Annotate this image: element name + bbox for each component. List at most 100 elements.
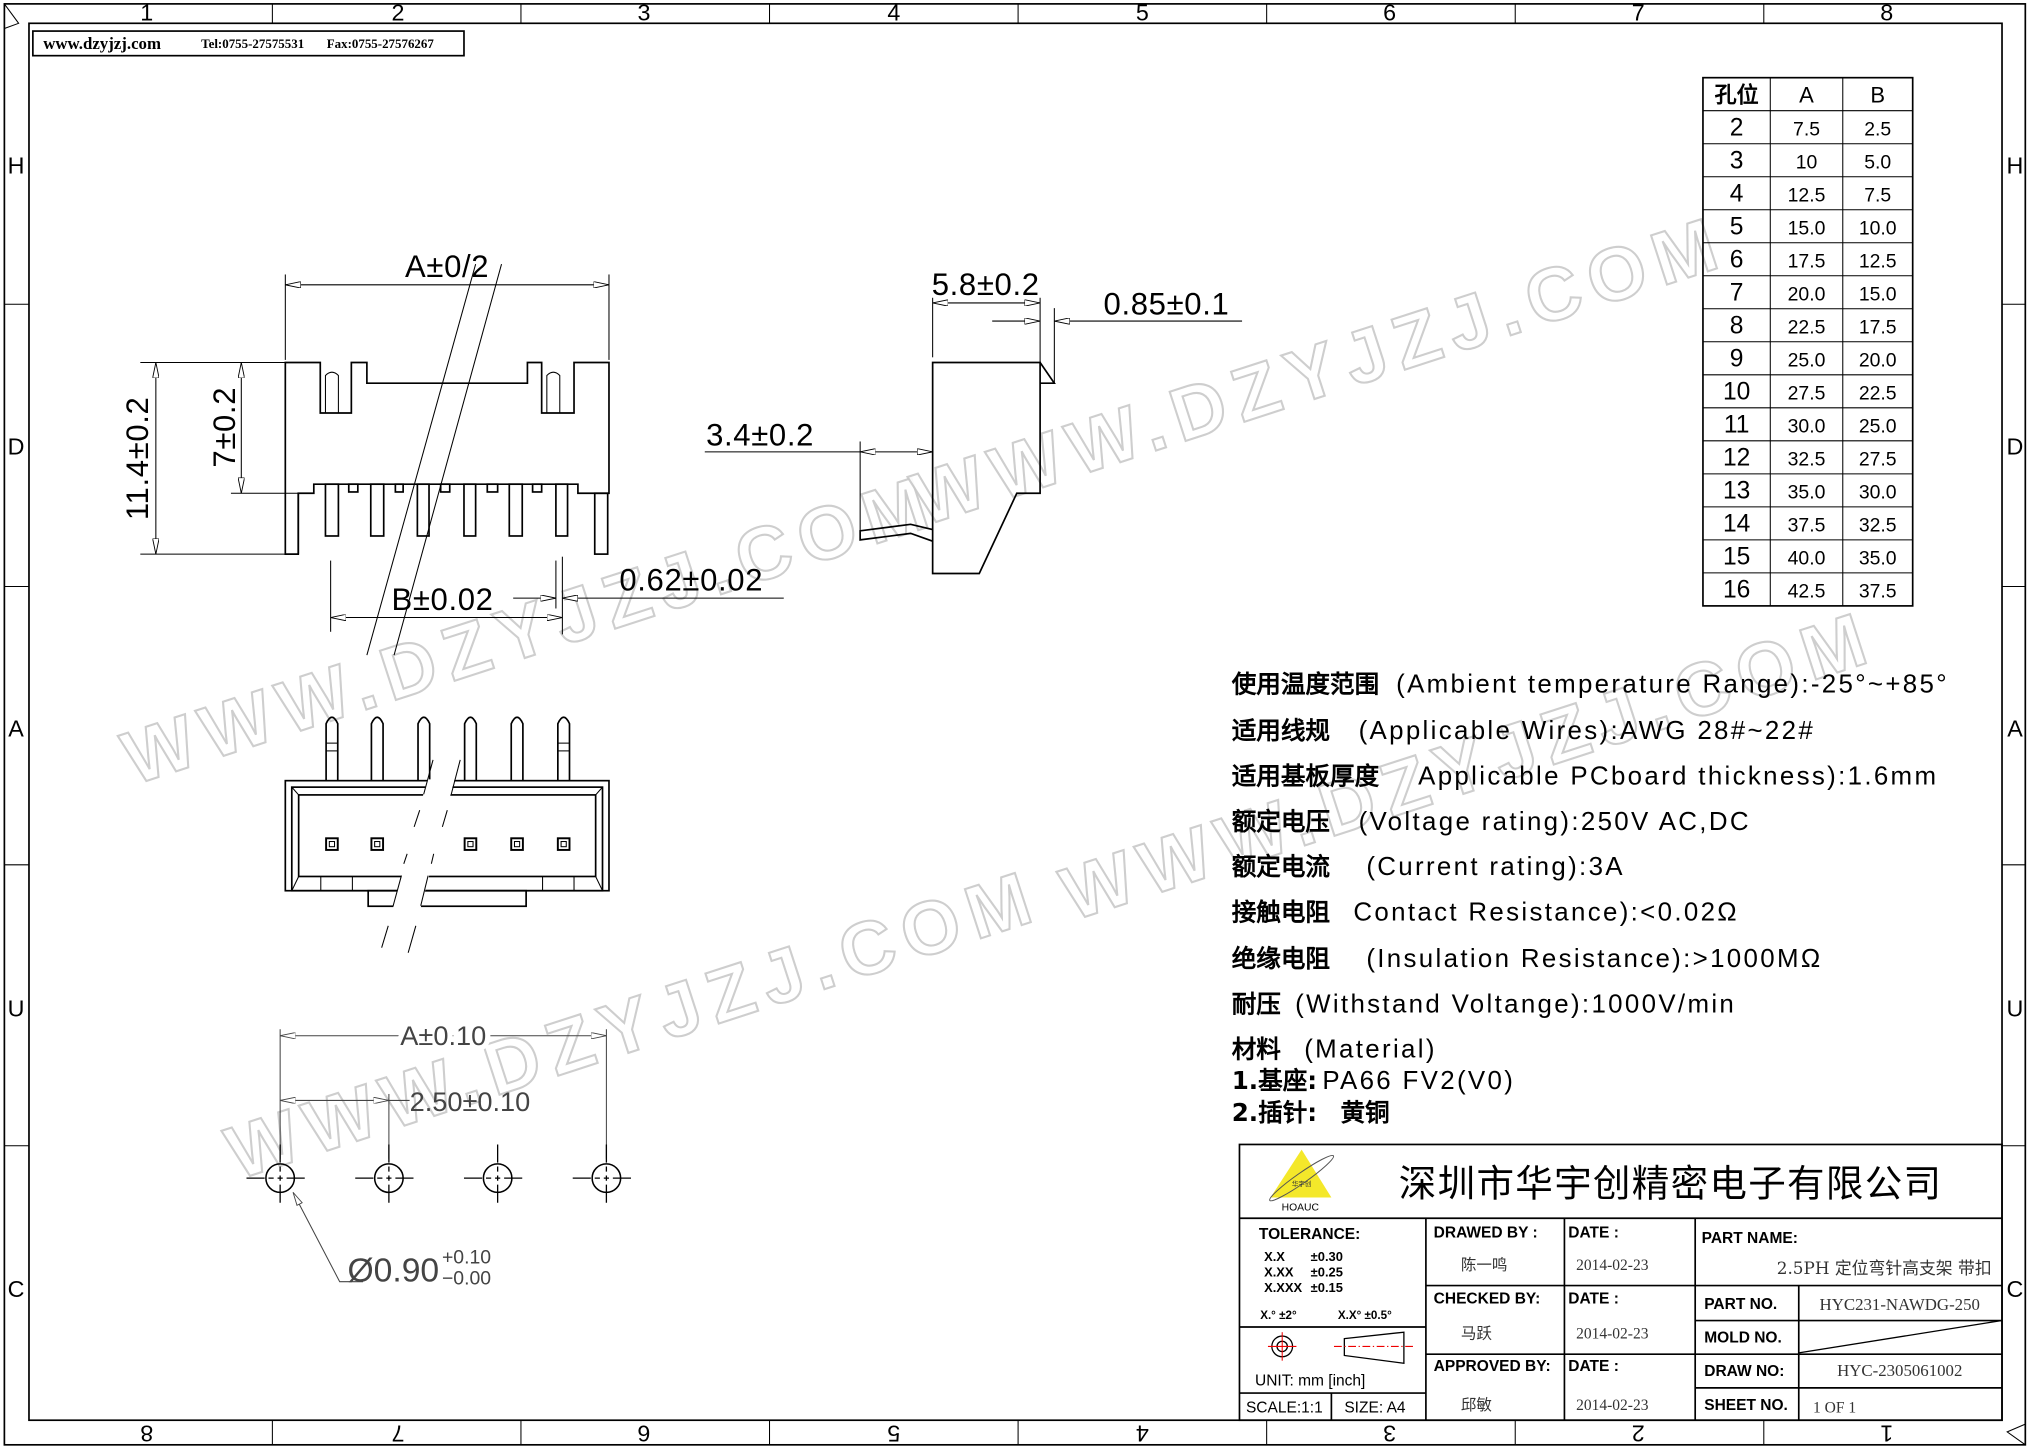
drawing-frame — [3, 3, 2027, 1446]
dim-b-label: B±0.02 — [391, 582, 493, 617]
dim-height-label: 11.4±0.2 — [120, 397, 155, 521]
column-label-bottom: 5 — [887, 1420, 900, 1446]
table-cell: 14 — [1723, 510, 1750, 537]
table-cell: 12.5 — [1788, 184, 1826, 206]
logo-text: 华宇创 — [1292, 1179, 1311, 1188]
column-label-bottom: 3 — [1383, 1420, 1396, 1446]
table-cell: 20.0 — [1859, 349, 1897, 371]
dim-pin-length-label: 3.4±0.2 — [706, 417, 814, 452]
table-cell: 40.0 — [1788, 547, 1826, 569]
table-cell: 27.5 — [1788, 382, 1826, 404]
spec-label-cn: 额定电流 — [1232, 852, 1331, 881]
spec-item: 使用温度范围(Ambient temperature Range):-25°~+… — [1231, 670, 1947, 699]
company-logo: 华宇创 HOAUC — [1269, 1149, 1335, 1213]
table-cell: 15.0 — [1859, 283, 1897, 305]
table-cell: 10.0 — [1859, 217, 1897, 239]
angle-tolerance-1: X.° ±2° — [1260, 1309, 1297, 1322]
connector-front-outline — [284, 361, 610, 555]
table-header: 孔位 — [1715, 82, 1759, 108]
spec-label-cn: 材料 — [1232, 1035, 1282, 1064]
table-cell: 2.5 — [1864, 118, 1891, 140]
spec-value: Applicable PCboard thickness):1.6mm — [1418, 763, 1938, 791]
spec-value: (Current rating):3A — [1366, 853, 1625, 881]
table-cell: 42.5 — [1788, 580, 1826, 602]
specifications: 使用温度范围(Ambient temperature Range):-25°~+… — [1231, 670, 1947, 1128]
table-cell: 8 — [1730, 312, 1744, 339]
spec-label-cn: 绝缘电阻 — [1232, 944, 1331, 973]
scale-text: SCALE:1:1 — [1246, 1399, 1323, 1416]
approved-date: 2014-02-23 — [1576, 1397, 1649, 1414]
spec-label-cn: 1.基座: — [1232, 1066, 1317, 1095]
mold-no-label: MOLD NO. — [1704, 1330, 1782, 1347]
side-view: 5.8±0.2 0.85±0.1 3.4±0.2 — [704, 267, 1243, 575]
spec-value: (Withstand Voltange):1000V/min — [1295, 990, 1736, 1018]
header-box: www.dzyjzj.com Tel:0755-27575531 Fax:075… — [32, 30, 465, 57]
spec-value: (Material) — [1304, 1036, 1437, 1064]
part-name: 2.5PH 定位弯针高支架 带扣 — [1777, 1258, 1992, 1278]
pcb-hole-layout: A±0.10 2.50±0.10 Ø0.90 +0.10 −0.00 — [246, 1015, 641, 1290]
column-label: 2 — [391, 0, 404, 26]
company-name: 深圳市华宇创精密电子有限公司 — [1399, 1161, 1943, 1205]
table-cell: 10 — [1796, 151, 1818, 173]
spec-item: 材料 (Material) — [1232, 1035, 1437, 1064]
checked-by-label: CHECKED BY: — [1434, 1291, 1541, 1308]
spec-label-cn: 接触电阻 — [1232, 897, 1331, 926]
title-block: 华宇创 HOAUC 深圳市华宇创精密电子有限公司 TOLERANCE: X.X … — [1238, 1143, 2003, 1422]
part-no: HYC231-NAWDG-250 — [1820, 1295, 1980, 1314]
draw-no: HYC-2305061002 — [1837, 1361, 1962, 1380]
table-cell: 15 — [1723, 543, 1750, 570]
table-cell: 12 — [1723, 444, 1750, 471]
unit-text: UNIT: mm [inch] — [1255, 1372, 1365, 1389]
spec-label-cn: 适用基板厚度 — [1232, 762, 1380, 791]
approved-by-label: APPROVED BY: — [1434, 1358, 1551, 1375]
pcb-hole — [572, 1144, 641, 1212]
size-text: SIZE: A4 — [1344, 1399, 1406, 1416]
column-label-bottom: 7 — [391, 1420, 404, 1446]
hole-tol-minus: −0.00 — [442, 1267, 491, 1289]
spec-item: 额定电流 (Current rating):3A — [1232, 852, 1625, 881]
projection-symbol-icon — [1267, 1331, 1413, 1364]
row-label: U — [8, 995, 25, 1021]
column-label: 7 — [1632, 0, 1645, 26]
hole-tol-plus: +0.10 — [442, 1247, 491, 1269]
checked-date: 2014-02-23 — [1576, 1326, 1649, 1343]
spec-label-cn: 额定电压 — [1232, 807, 1330, 836]
table-cell: 17.5 — [1788, 250, 1826, 272]
table-cell: 35.0 — [1859, 547, 1897, 569]
drawed-date: 2014-02-23 — [1576, 1257, 1649, 1274]
column-label: 1 — [140, 0, 153, 26]
row-label: D — [8, 433, 25, 459]
pcb-dim-pitch-label: 2.50±0.10 — [410, 1086, 531, 1117]
row-label-right: U — [2007, 995, 2024, 1021]
table-cell: 5 — [1730, 213, 1744, 240]
dim-pin-label: 0.62±0.02 — [619, 562, 763, 597]
contact-squares — [325, 837, 571, 851]
table-cell: 10 — [1723, 378, 1750, 405]
column-label-bottom: 8 — [140, 1420, 153, 1446]
part-no-label: PART NO. — [1704, 1296, 1777, 1313]
row-label: H — [8, 152, 25, 178]
table-cell: 16 — [1723, 576, 1750, 603]
table-cell: 7.5 — [1793, 118, 1820, 140]
front-view: A±0/2 11.4±0.2 7±0.2 B±0.02 0.62±0.02 — [120, 249, 784, 656]
row-label: A — [8, 716, 24, 742]
bottom-tab — [367, 889, 527, 908]
row-label-right: D — [2007, 433, 2024, 459]
table-cell: 25.0 — [1859, 415, 1897, 437]
table-cell: 35.0 — [1788, 481, 1826, 503]
dim-depth-label: 5.8±0.2 — [932, 267, 1040, 302]
tolerance-value: ±0.30 — [1311, 1249, 1343, 1264]
table-cell: 3 — [1730, 147, 1744, 174]
table-cell: 12.5 — [1859, 250, 1897, 272]
column-label: 6 — [1383, 0, 1396, 26]
column-label-bottom: 6 — [637, 1420, 650, 1446]
tolerance-value: ±0.15 — [1311, 1280, 1343, 1295]
checked-by-name: 马跃 — [1461, 1325, 1493, 1343]
